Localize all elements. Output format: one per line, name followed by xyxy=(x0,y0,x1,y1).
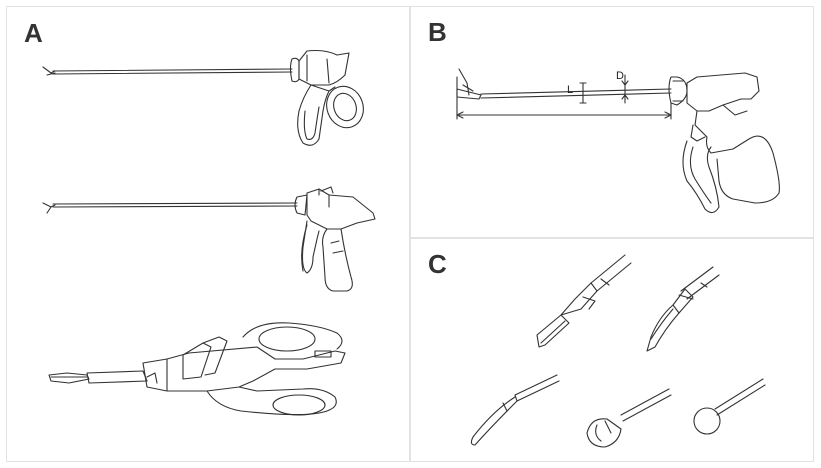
curved-blade-tip xyxy=(470,374,560,446)
ball-tip xyxy=(693,378,766,435)
diameter-dimension-label: D xyxy=(616,70,624,82)
panel-a-label: A xyxy=(24,18,43,48)
shears-instrument xyxy=(48,322,346,416)
panel-c-label: C xyxy=(428,249,447,279)
scissor-grip-instrument xyxy=(42,49,364,146)
panel-b-label: B xyxy=(428,17,447,47)
panel-b: B xyxy=(410,6,814,238)
pistol-grip-instrument xyxy=(42,186,376,292)
pistol-grip-dimensioned xyxy=(456,68,780,214)
straight-jaw-tip xyxy=(536,254,632,348)
panel-a-drawing xyxy=(42,49,376,416)
dimension-lines xyxy=(456,74,672,120)
panel-c: C xyxy=(410,238,814,462)
hook-tip xyxy=(586,388,672,448)
panel-b-drawing: L D xyxy=(456,68,780,214)
panel-c-drawing xyxy=(470,254,766,448)
panel-a: A xyxy=(6,6,410,462)
length-dimension-label: L xyxy=(567,84,573,96)
curved-jaw-tip xyxy=(646,266,720,352)
